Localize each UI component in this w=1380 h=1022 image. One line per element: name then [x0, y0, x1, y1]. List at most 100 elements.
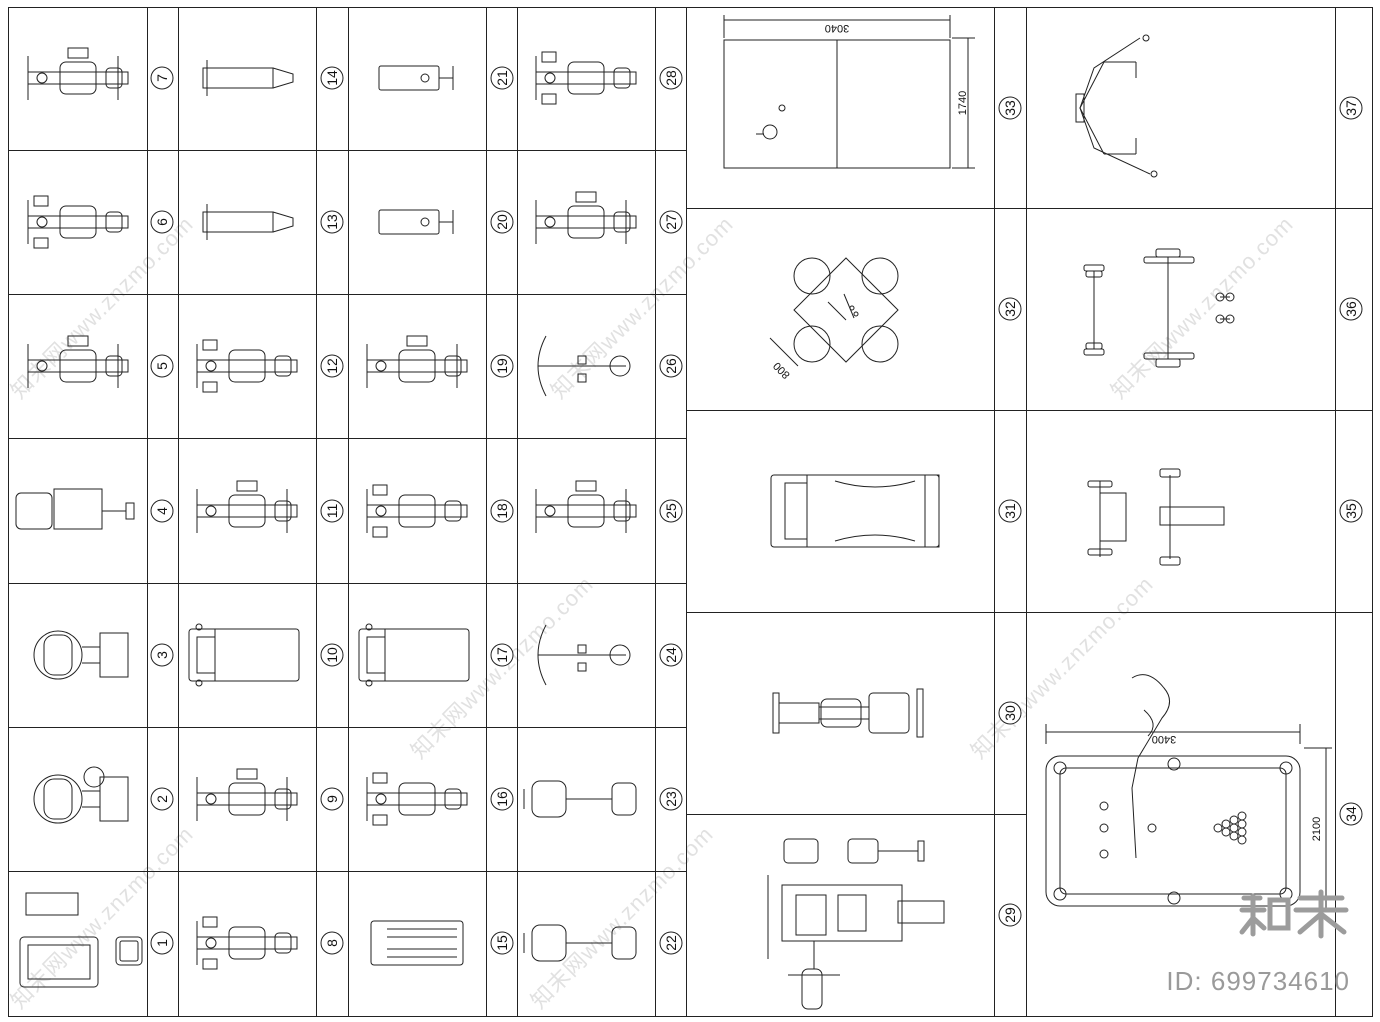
number-circle — [320, 210, 344, 234]
billiard-table-icon — [1045, 674, 1301, 907]
incline-bench-icon — [202, 204, 294, 240]
item-number-badge: 11 — [320, 499, 344, 523]
item-number-badge: 35 — [1339, 499, 1363, 523]
item-number-badge: 2 — [150, 787, 174, 811]
pingpong-depth-label: 1740 — [957, 91, 969, 115]
number-circle — [490, 643, 514, 667]
leg-extension-icon — [535, 191, 637, 244]
number-circle — [659, 354, 683, 378]
brand-logo — [1238, 888, 1350, 951]
ab-roller-icon — [1075, 34, 1158, 178]
dimension-label-layer: 3040 1740 800 3400 2100 — [771, 22, 1323, 841]
number-circle — [490, 354, 514, 378]
item-number: 34 — [1343, 806, 1359, 822]
number-circle — [659, 499, 683, 523]
number-circle — [150, 931, 174, 955]
item-number-badge: 32 — [998, 297, 1022, 321]
number-circle — [150, 66, 174, 90]
number-circle — [998, 297, 1022, 321]
number-circle — [659, 787, 683, 811]
item-number-badge: 20 — [490, 210, 514, 234]
item-number-badge: 29 — [998, 903, 1022, 927]
item-number: 36 — [1343, 301, 1359, 317]
number-circle — [320, 787, 344, 811]
number-circle — [150, 787, 174, 811]
item-number: 11 — [324, 504, 340, 519]
item-number: 31 — [1002, 503, 1018, 519]
item-number: 2 — [154, 795, 170, 803]
table-tennis-table-icon — [723, 39, 951, 169]
number-circle — [150, 210, 174, 234]
item-number: 32 — [1002, 301, 1018, 317]
number-circle — [1339, 96, 1363, 120]
item-number-badge: 15 — [490, 931, 514, 955]
item-number-badge: 25 — [659, 499, 683, 523]
number-circle — [490, 787, 514, 811]
item-number-badge: 9 — [320, 787, 344, 811]
number-circle — [998, 701, 1022, 725]
lounge-chair-icon — [33, 630, 129, 680]
number-circle — [659, 210, 683, 234]
item-number-badge: 6 — [150, 210, 174, 234]
item-number-badge: 23 — [659, 787, 683, 811]
sofa-set-icon — [19, 892, 143, 988]
number-circle — [659, 931, 683, 955]
adjustable-bench-icon — [196, 916, 298, 970]
number-circle — [490, 931, 514, 955]
number-circle — [998, 903, 1022, 927]
cable-crossover-icon — [366, 335, 468, 388]
item-number: 25 — [663, 503, 679, 519]
item-number-badge: 34 — [1339, 802, 1363, 826]
item-number-badge: 3 — [150, 643, 174, 667]
id-label: ID: 699734610 — [1166, 966, 1350, 996]
flat-bench-icon — [202, 60, 294, 96]
item-number: 16 — [494, 791, 510, 807]
barbell-dumbbell-set-icon — [1083, 248, 1235, 368]
item-number-badge: 7 — [150, 66, 174, 90]
item-number-badge: 27 — [659, 210, 683, 234]
item-number-badge: 14 — [320, 66, 344, 90]
item-number-badge: 1 — [150, 931, 174, 955]
motorbike-trainer-icon — [188, 623, 300, 687]
item-number: 1 — [154, 939, 170, 947]
item-number: 6 — [154, 218, 170, 226]
item-number-badge: 24 — [659, 643, 683, 667]
barbell-bench-icon — [1087, 468, 1225, 566]
item-number: 7 — [154, 74, 170, 82]
number-circle — [998, 499, 1022, 523]
pingpong-width-label: 3040 — [825, 22, 849, 34]
number-circle — [150, 643, 174, 667]
number-circle — [320, 354, 344, 378]
item-number: 24 — [663, 647, 679, 663]
item-number: 8 — [324, 939, 340, 947]
ab-crunch-icon — [537, 335, 631, 397]
leg-press-station-icon — [27, 195, 129, 249]
item-number: 28 — [663, 70, 679, 86]
number-circle — [1339, 499, 1363, 523]
watermark-text: 知末网www.znzmo.com — [526, 821, 718, 1013]
number-circle — [490, 499, 514, 523]
item-number-badge: 4 — [150, 499, 174, 523]
preacher-bench-icon — [378, 209, 454, 235]
rack-frame-icon — [370, 920, 464, 966]
item-number: 27 — [663, 214, 679, 230]
number-circle — [1339, 802, 1363, 826]
chest-press-icon — [535, 51, 637, 105]
smith-bench-icon — [196, 480, 298, 533]
item-number: 15 — [494, 935, 510, 951]
elliptical-trainer-icon — [523, 780, 637, 818]
item-number-badge: 8 — [320, 931, 344, 955]
item-number: 26 — [663, 358, 679, 374]
item-number: 21 — [494, 70, 510, 86]
item-number: 35 — [1343, 503, 1359, 519]
item-number: 29 — [1002, 907, 1018, 923]
item-number-badge: 22 — [659, 931, 683, 955]
billiard-depth-label: 2100 — [1311, 817, 1323, 841]
item-number-badge: 17 — [490, 643, 514, 667]
multi-station-icon — [196, 339, 298, 393]
item-number: 9 — [324, 795, 340, 803]
watermark-text: 知末网www.znzmo.com — [6, 821, 198, 1013]
item-number: 22 — [663, 935, 679, 951]
number-circle — [998, 96, 1022, 120]
chest-fly-machine-icon — [27, 47, 129, 100]
